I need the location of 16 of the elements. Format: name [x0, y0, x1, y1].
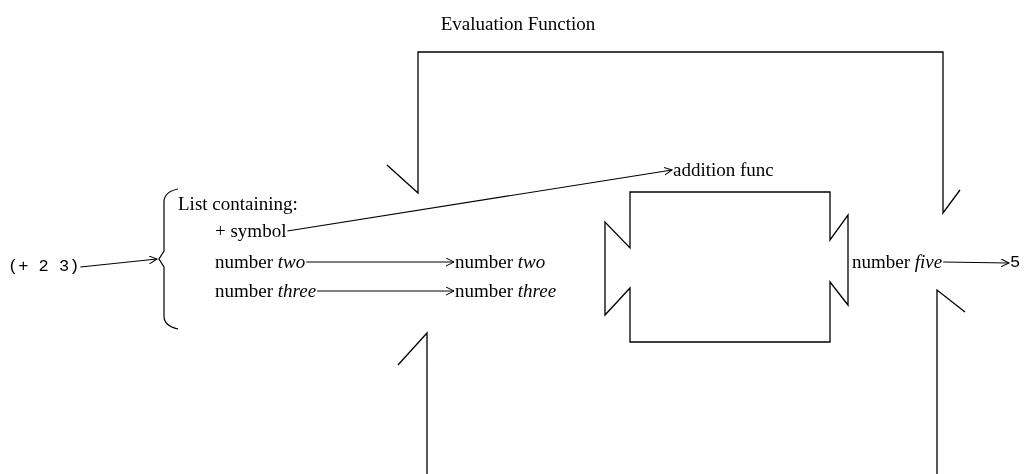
list-item: number three — [215, 279, 317, 303]
value-text: 5 — [1010, 251, 1021, 275]
arrow — [942, 258, 1010, 268]
list-item: + symbol — [215, 219, 287, 243]
expression-text: (+ 2 3) — [8, 255, 80, 279]
arrow — [286, 166, 673, 232]
list-heading: List containing: — [178, 192, 298, 216]
arrow — [316, 286, 455, 296]
argument-text: number three — [455, 279, 557, 303]
argument-text: number two — [455, 250, 546, 274]
result-text: number five — [852, 250, 943, 274]
arrow — [305, 257, 455, 267]
diagram-title: Evaluation Function — [440, 13, 596, 34]
function-label: addition func — [673, 158, 774, 182]
arrow — [79, 255, 158, 268]
list-item: number two — [215, 250, 306, 274]
